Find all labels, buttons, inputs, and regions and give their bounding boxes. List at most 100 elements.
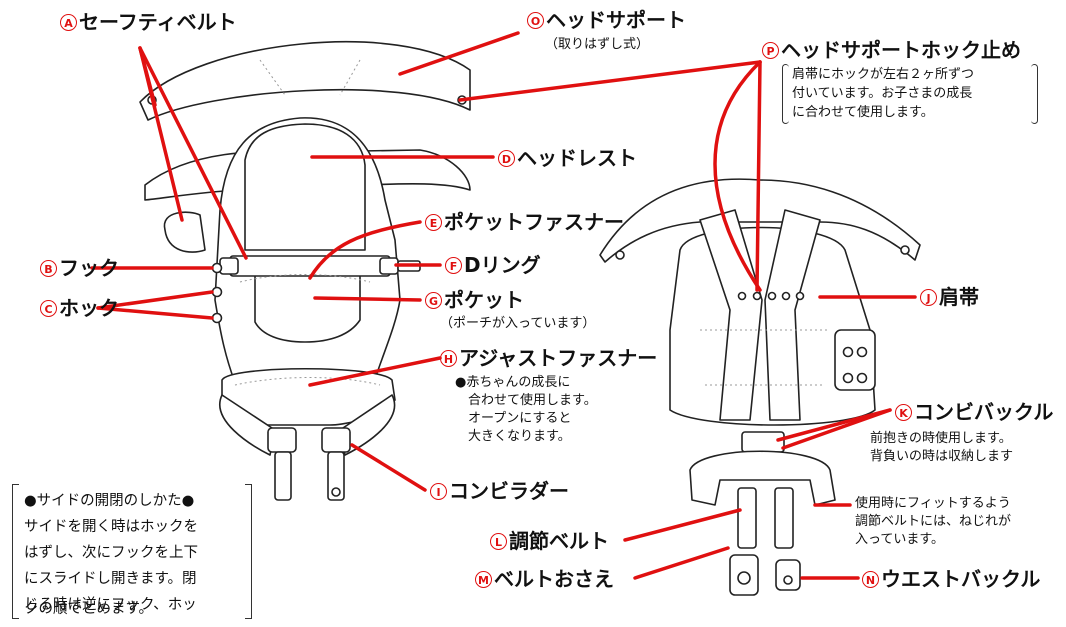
side-note-line-3: はずし、次にフックを上下 <box>24 545 198 561</box>
label-text-combi-buckle: コンビバックル <box>914 400 1054 424</box>
twist-note-line-1: 使用時にフィットするよう <box>855 496 1011 511</box>
leg-strap-end <box>331 487 341 497</box>
label-text-headrest: ヘッドレスト <box>517 146 637 170</box>
hock-dot-1 <box>211 286 223 298</box>
waist-buckle-right <box>775 559 801 591</box>
hock-dot-2 <box>211 312 223 324</box>
h-note-line-2: 合わせて使用します。 <box>468 393 597 408</box>
adjust-belt-left <box>737 487 757 549</box>
label-text-adjust-belt: 調節ベルト <box>509 529 609 553</box>
badge-d: D <box>498 149 515 167</box>
twist-note: 使用時にフィットするよう 調節ベルトには、ねじれが 入っています。 <box>855 495 1011 549</box>
badge-j: J <box>920 288 937 306</box>
h-note-line-4: 大きくなります。 <box>468 429 571 444</box>
badge-k: K <box>895 403 912 421</box>
label-text-adjust-zipper: アジャストファスナー <box>459 346 658 370</box>
headrest <box>244 123 366 251</box>
head-support-hook-note: 肩帯にホックが左右２ヶ所ずつ 付いています。お子さまの成長 に合わせて使用します… <box>782 64 1038 124</box>
side-note-line-1: ●サイドの開閉のしかた● <box>24 493 195 509</box>
combi-buckle-note: 前抱きの時使用します。 背負いの時は収納します <box>870 430 1013 466</box>
adjust-belt-right <box>774 487 794 549</box>
badge-h: H <box>440 349 457 367</box>
head-support-sub: （取りはずし式） <box>545 37 650 52</box>
label-text-belt-holder: ベルトおさえ <box>494 567 614 591</box>
head-support-front <box>139 41 471 121</box>
label-text-combi-ladder: コンビラダー <box>449 479 569 503</box>
label-text-hook: フック <box>59 256 119 280</box>
k-note-line-1: 前抱きの時使用します。 <box>870 431 1012 446</box>
label-text-shoulder-strap: 肩帯 <box>939 285 979 309</box>
badge-o: O <box>527 11 544 29</box>
head-support-back-hole-left <box>615 250 625 260</box>
badge-l: L <box>490 532 507 550</box>
badge-g: G <box>425 291 442 309</box>
label-text-waist-buckle: ウエストバックル <box>881 567 1041 591</box>
ladder-left <box>267 427 297 453</box>
badge-m: M <box>475 570 492 588</box>
label-text-d-ring: Dリング <box>464 253 541 277</box>
p-note-line-3: に合わせて使用します。 <box>792 105 934 120</box>
side-instructions-box: ●サイドの開閉のしかた● サイドを開く時はホックを はずし、次にフックを上下 に… <box>12 484 252 619</box>
label-text-head-support-hook: ヘッドサポートホック止め <box>781 38 1021 62</box>
ladder-right <box>321 427 351 453</box>
twist-note-line-3: 入っています。 <box>855 532 945 547</box>
hip-side-left <box>219 394 276 456</box>
pocket <box>254 261 361 343</box>
shoulder-strap-left <box>699 209 763 421</box>
label-text-safety-belt: セーフティベルト <box>79 10 237 34</box>
head-support-back-hole-right <box>900 245 910 255</box>
side-note-line-6: クの順でとめます。 <box>24 601 154 617</box>
leg-strap-right <box>327 451 345 501</box>
label-text-snap: ホック <box>59 296 119 320</box>
badge-c: C <box>40 299 57 317</box>
hip-side-right <box>339 394 396 456</box>
h-note-line-3: オープンにすると <box>468 411 572 426</box>
side-note-line-2: サイドを開く時はホックを <box>24 519 198 535</box>
label-text-pocket: ポケット <box>444 288 524 312</box>
head-support-back <box>599 178 921 263</box>
side-panel-right <box>834 329 876 391</box>
label-text-pocket-zipper: ポケットファスナー <box>444 210 624 234</box>
twist-note-line-2: 調節ベルトには、ねじれが <box>855 514 1012 529</box>
p-note-line-2: 付いています。お子さまの成長 <box>792 86 973 101</box>
badge-n: N <box>862 570 879 588</box>
safety-belt-loop <box>163 211 206 253</box>
side-note-line-4: にスライドし開きます。閉 <box>24 571 197 587</box>
side-note-line-5: じる時は逆にフック、ホッ <box>24 597 197 613</box>
badge-b: B <box>40 259 57 277</box>
shoulder-strap-right <box>764 209 821 421</box>
badge-i: I <box>430 482 447 500</box>
badge-a: A <box>60 13 77 31</box>
label-text-head-support: ヘッドサポート <box>546 8 686 32</box>
badge-e: E <box>425 213 442 231</box>
waist-belt-back <box>689 450 836 506</box>
hook-dot <box>211 262 223 274</box>
badge-p: P <box>762 41 779 59</box>
waist-band-front <box>229 255 391 277</box>
pocket-sub: （ポーチが入っています） <box>440 316 596 331</box>
adjust-zipper-note: ●赤ちゃんの成長に 合わせて使用します。 オープンにすると 大きくなります。 <box>455 374 597 446</box>
h-note-line-1: ●赤ちゃんの成長に <box>455 375 571 390</box>
k-note-line-2: 背負いの時は収納します <box>870 449 1014 464</box>
d-ring-left <box>219 257 239 275</box>
badge-f: F <box>445 256 462 274</box>
p-note-line-1: 肩帯にホックが左右２ヶ所ずつ <box>792 67 975 82</box>
leg-strap-left <box>274 451 292 501</box>
